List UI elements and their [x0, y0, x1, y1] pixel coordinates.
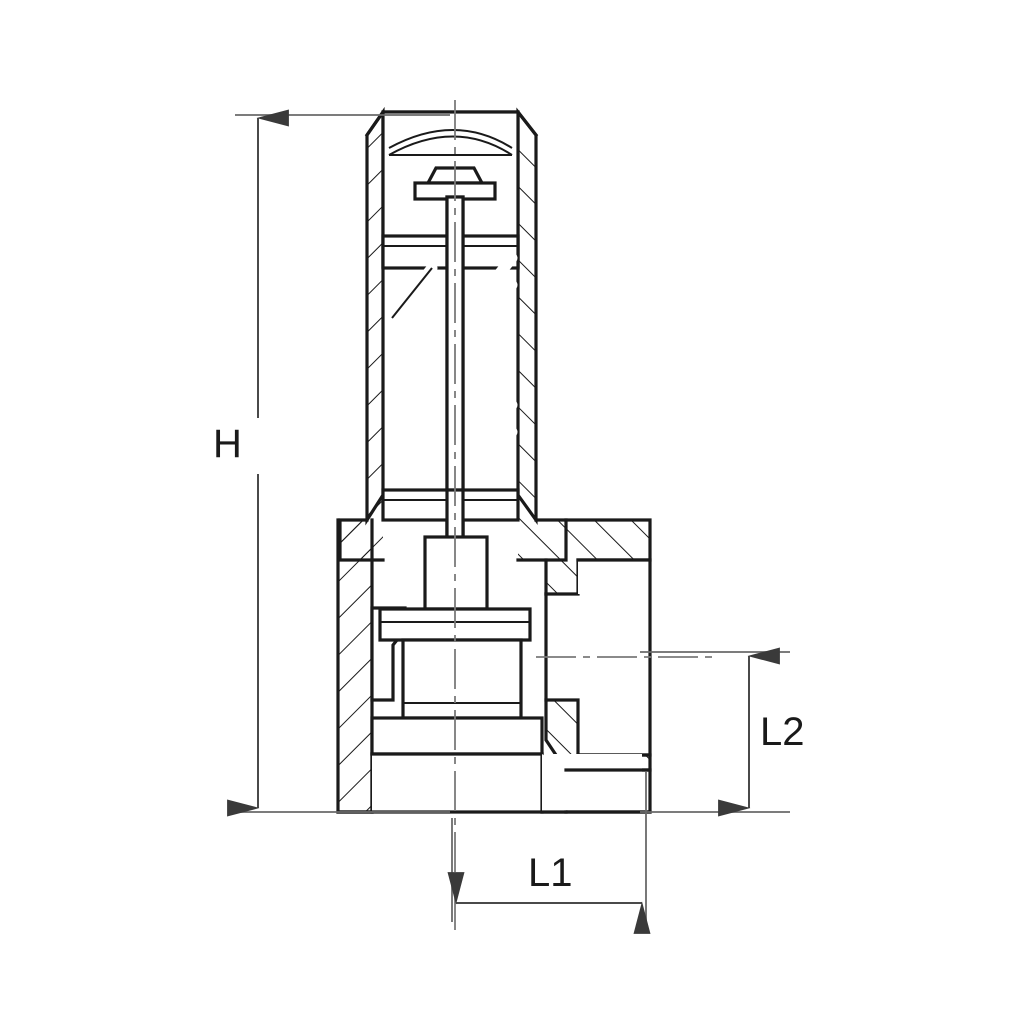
inlet-bore-inner: [370, 752, 642, 814]
valve-disc-upper-stub: [423, 535, 489, 611]
dimension-label-H: H: [213, 422, 242, 466]
compression-spring: [386, 252, 518, 498]
valve-nozzle-flange: [370, 716, 544, 756]
valve-seat-collar: [401, 638, 523, 720]
dimension-L2: L2: [640, 647, 805, 817]
body-outlet-bore-upper: [578, 560, 650, 594]
body-left-wall: [336, 518, 374, 814]
bonnet-right-wall: [516, 107, 538, 525]
body-bottom-right-transition: [540, 754, 652, 814]
dimension-label-L1: L1: [528, 851, 573, 895]
bonnet-left-wall: [365, 106, 385, 526]
dimension-L1: L1: [447, 772, 651, 934]
dimension-H: H: [208, 109, 450, 817]
cap-dome-arc: [388, 129, 513, 156]
dimension-label-L2: L2: [760, 710, 805, 754]
body-outlet-shoulder-hatch: [544, 558, 578, 596]
body-outlet-lower-hatch: [544, 698, 652, 772]
